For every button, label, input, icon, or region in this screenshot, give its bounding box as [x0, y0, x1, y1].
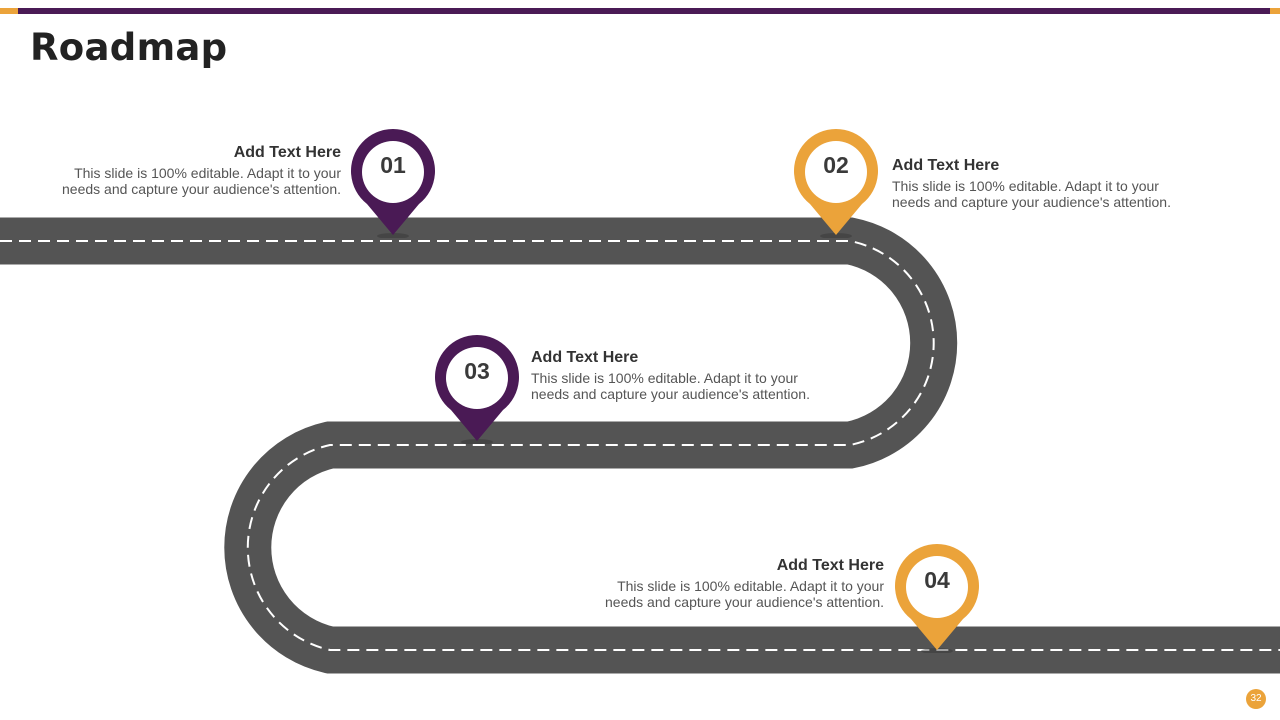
milestone-number: 01	[380, 152, 406, 178]
milestone-text-01: Add Text Here This slide is 100% editabl…	[11, 144, 341, 197]
milestone-description: This slide is 100% editable. Adapt it to…	[531, 370, 861, 402]
top-accent-bar	[0, 8, 1280, 14]
description-line-1: This slide is 100% editable. Adapt it to…	[892, 178, 1159, 194]
top-bar-orange-accent-right	[1270, 8, 1280, 14]
slide-title: Roadmap	[30, 26, 228, 69]
milestone-marker-02: 02	[794, 128, 878, 238]
milestone-description: This slide is 100% editable. Adapt it to…	[554, 578, 884, 610]
top-bar-purple-line	[18, 8, 1270, 14]
milestone-heading: Add Text Here	[776, 557, 884, 574]
description-line-2: needs and capture your audience's attent…	[892, 194, 1171, 210]
milestone-text-03: Add Text Here This slide is 100% editabl…	[531, 349, 861, 402]
location-pin-icon	[895, 544, 979, 653]
milestone-heading: Add Text Here	[531, 349, 639, 366]
description-line-1: This slide is 100% editable. Adapt it to…	[74, 165, 341, 181]
top-bar-orange-accent	[0, 8, 18, 14]
milestone-number: 02	[823, 152, 849, 178]
milestone-text-04: Add Text Here This slide is 100% editabl…	[554, 557, 884, 610]
milestone-number: 03	[464, 358, 490, 384]
description-line-2: needs and capture your audience's attent…	[605, 594, 884, 610]
page-number-badge: 32	[1246, 689, 1266, 709]
description-line-1: This slide is 100% editable. Adapt it to…	[617, 578, 884, 594]
location-pin-icon	[351, 129, 435, 238]
milestone-text-02: Add Text Here This slide is 100% editabl…	[892, 157, 1222, 210]
milestone-description: This slide is 100% editable. Adapt it to…	[892, 178, 1222, 210]
milestone-heading: Add Text Here	[233, 144, 341, 161]
location-pin-icon	[435, 335, 519, 444]
road-center-dashes	[0, 240, 1280, 651]
milestone-marker-01: 01	[351, 128, 435, 238]
milestone-marker-03: 03	[435, 334, 519, 444]
milestone-marker-04: 04	[895, 543, 979, 653]
description-line-1: This slide is 100% editable. Adapt it to…	[531, 370, 798, 386]
milestone-number: 04	[924, 567, 950, 593]
description-line-2: needs and capture your audience's attent…	[531, 386, 810, 402]
location-pin-icon	[794, 129, 878, 238]
milestone-description: This slide is 100% editable. Adapt it to…	[11, 165, 341, 197]
description-line-2: needs and capture your audience's attent…	[62, 181, 341, 197]
milestone-heading: Add Text Here	[892, 157, 1000, 174]
